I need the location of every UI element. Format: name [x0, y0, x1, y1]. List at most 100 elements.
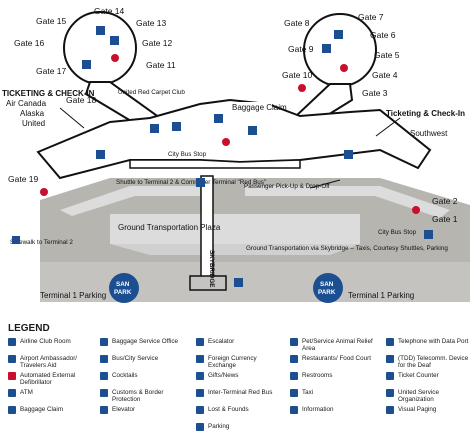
right-pier-club-icon: [334, 30, 343, 39]
bus-stop-right-icon: [424, 230, 433, 239]
gate-11-label: Gate 11: [146, 60, 176, 70]
legend-item: (TDD) Telecomm. Device for the Deaf: [386, 355, 474, 369]
legend-item-label: Inter-Terminal Red Bus: [208, 389, 273, 396]
airline-air-canada: Air Canada: [6, 99, 47, 108]
legend-item: Information: [290, 406, 382, 414]
gate-19-label: Gate 19: [8, 174, 39, 184]
legend-item-label: (TDD) Telecomm. Device for the Deaf: [398, 355, 469, 370]
legend-item-label: Airline Club Room: [20, 338, 71, 345]
gate-2-label: Gate 2: [432, 196, 458, 206]
legend-item-label: Cocktails: [112, 372, 138, 379]
legend-item: Baggage Claim: [8, 406, 96, 414]
ground-transportation-note: Ground Transportation via Skybridge – Ta…: [246, 245, 448, 252]
legend-item-label: Customs & Border Protection: [112, 389, 164, 404]
legend-item: Pet/Service Animal Relief Area: [290, 338, 382, 352]
legend-item-label: Foreign Currency Exchange: [208, 355, 257, 370]
ground-transportation-plaza-label: Ground Transportation Plaza: [118, 223, 221, 232]
legend-item: Bus/City Service: [100, 355, 192, 363]
gate-15-label: Gate 15: [36, 16, 67, 26]
taxi-icon: [290, 389, 298, 397]
airline-southwest: Southwest: [410, 129, 448, 138]
uso-icon: [386, 389, 394, 397]
san-park-left-top: SAN: [116, 281, 130, 288]
legend-item-label: Escalator: [208, 338, 235, 345]
legend-item-label: Parking: [208, 423, 230, 430]
pickup-arrow: [309, 179, 341, 189]
ticketing-left-arrow: [59, 107, 85, 129]
escalator-icon: [196, 338, 204, 346]
baggage-service-map-icon: [214, 114, 223, 123]
legend-item-label: Ticket Counter: [398, 372, 439, 379]
legend-item-label: Taxi: [302, 389, 314, 396]
food-court-icon: [150, 124, 159, 133]
legend-item: Telephone with Data Port: [386, 338, 474, 346]
restrooms-icon: [290, 372, 298, 380]
gate-6-label: Gate 6: [370, 30, 396, 40]
legend-item-label: Airport Ambassador/ Travelers Aid: [20, 355, 78, 370]
legend-item-label: Restrooms: [302, 372, 333, 379]
skybridge-end: [189, 275, 227, 291]
legend-item: Parking: [196, 423, 286, 431]
right-pier-food-icon: [322, 44, 331, 53]
legend-item: ATM: [8, 389, 96, 397]
gate-10-label: Gate 10: [282, 70, 313, 80]
legend-item: Cocktails: [100, 372, 192, 380]
gate-14-label: Gate 14: [94, 6, 125, 16]
legend-item-label: Lost & Founds: [208, 406, 249, 413]
left-pier-club-icon: [96, 26, 105, 35]
airline-alaska: Alaska: [20, 109, 45, 118]
gate-9-label: Gate 9: [288, 44, 314, 54]
sidewalk-map-icon: [12, 236, 20, 244]
gate-3-label: Gate 3: [362, 88, 388, 98]
skybridge-elevator-icon: [234, 278, 243, 287]
road-west: [60, 186, 200, 216]
currency-exchange-icon: [196, 355, 204, 363]
legend-item: Escalator: [196, 338, 286, 346]
left-pier-defibrillator-icon: [111, 54, 119, 62]
gate-18-label: Gate 18: [66, 95, 97, 105]
customs-icon: [100, 389, 108, 397]
legend-item: Foreign Currency Exchange: [196, 355, 286, 369]
terminal-map-drawing: Gate 14 Gate 15 Gate 13 Gate 16 Gate 12 …: [2, 6, 470, 303]
legend-item: Ticket Counter: [386, 372, 474, 380]
legend-item: Visual Paging: [386, 406, 474, 414]
legend-item: Elevator: [100, 406, 192, 414]
legend-item: Customs & Border Protection: [100, 389, 192, 403]
legend-item-label: Bus/City Service: [112, 355, 159, 362]
legend-item: Taxi: [290, 389, 382, 397]
ticketing-left-map-icon: [96, 150, 105, 159]
elevator-icon: [100, 406, 108, 414]
atm-icon: [8, 389, 16, 397]
gate-13-label: Gate 13: [136, 18, 167, 28]
red-carpet-club-label: United Red Carpet Club: [118, 89, 185, 96]
left-pier-rotunda: [63, 11, 137, 85]
legend-item-label: Automated External Defibrillator: [20, 372, 76, 387]
legend-item: Lost & Founds: [196, 406, 286, 414]
legend-item: Baggage Service Office: [100, 338, 192, 346]
right-pier-defibrillator-icon: [340, 64, 348, 72]
legend-title: LEGEND: [8, 323, 50, 334]
san-park-right-top: SAN: [320, 281, 334, 288]
baggage-map-icon: [248, 126, 257, 135]
parking-icon: [196, 423, 204, 431]
plaza-road: [110, 214, 360, 244]
pet-relief-icon: [290, 338, 298, 346]
information-icon: [290, 406, 298, 414]
legend-item-label: ATM: [20, 389, 33, 396]
san-park-left-bottom: PARK: [114, 289, 132, 296]
parking-left-label: Terminal 1 Parking: [40, 291, 106, 300]
ticket-counter-icon: [386, 372, 394, 380]
skybridge-label: SKYBRIDGE: [208, 250, 215, 287]
gate-12-label: Gate 12: [142, 38, 173, 48]
skybridge: [200, 175, 214, 277]
gate-2-defibrillator-icon: [412, 206, 420, 214]
legend-item-label: Elevator: [112, 406, 136, 413]
visual-paging-icon: [386, 406, 394, 414]
gate-7-label: Gate 7: [358, 12, 384, 22]
right-pier-rotunda: [303, 13, 377, 87]
legend-item-label: Telephone with Data Port: [398, 338, 469, 345]
legend-item: Automated External Defibrillator: [8, 372, 96, 386]
baggage-defibrillator-icon: [222, 138, 230, 146]
